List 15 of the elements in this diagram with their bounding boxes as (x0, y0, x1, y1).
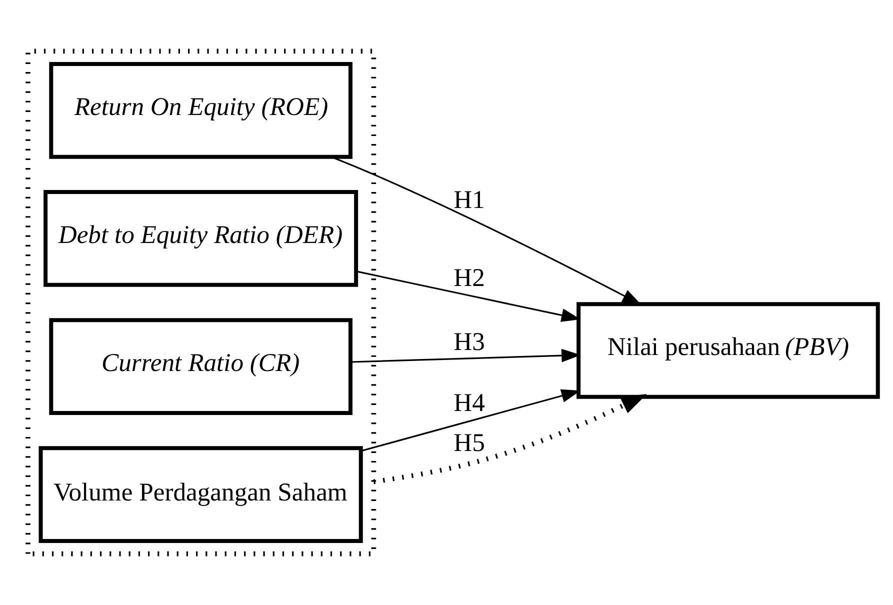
node-box: Return On Equity (ROE) (49, 62, 352, 159)
arrow (350, 348, 581, 363)
edge-label: H4 (454, 388, 485, 418)
node-box: Debt to Equity Ratio (DER) (44, 190, 358, 287)
edge-label: H1 (454, 184, 485, 214)
edge-label: H5 (454, 428, 485, 458)
arrow (373, 394, 647, 484)
cluster (26, 48, 376, 556)
node-box: Volume Perdagangan Saham (38, 446, 363, 543)
edge-label: H3 (454, 327, 485, 356)
node-box: Nilai perusahaan (PBV) (576, 302, 880, 399)
edge-label: H2 (454, 263, 485, 292)
node-box: Current Ratio (CR) (49, 318, 352, 415)
arrow (356, 270, 581, 322)
arrow (330, 156, 642, 305)
